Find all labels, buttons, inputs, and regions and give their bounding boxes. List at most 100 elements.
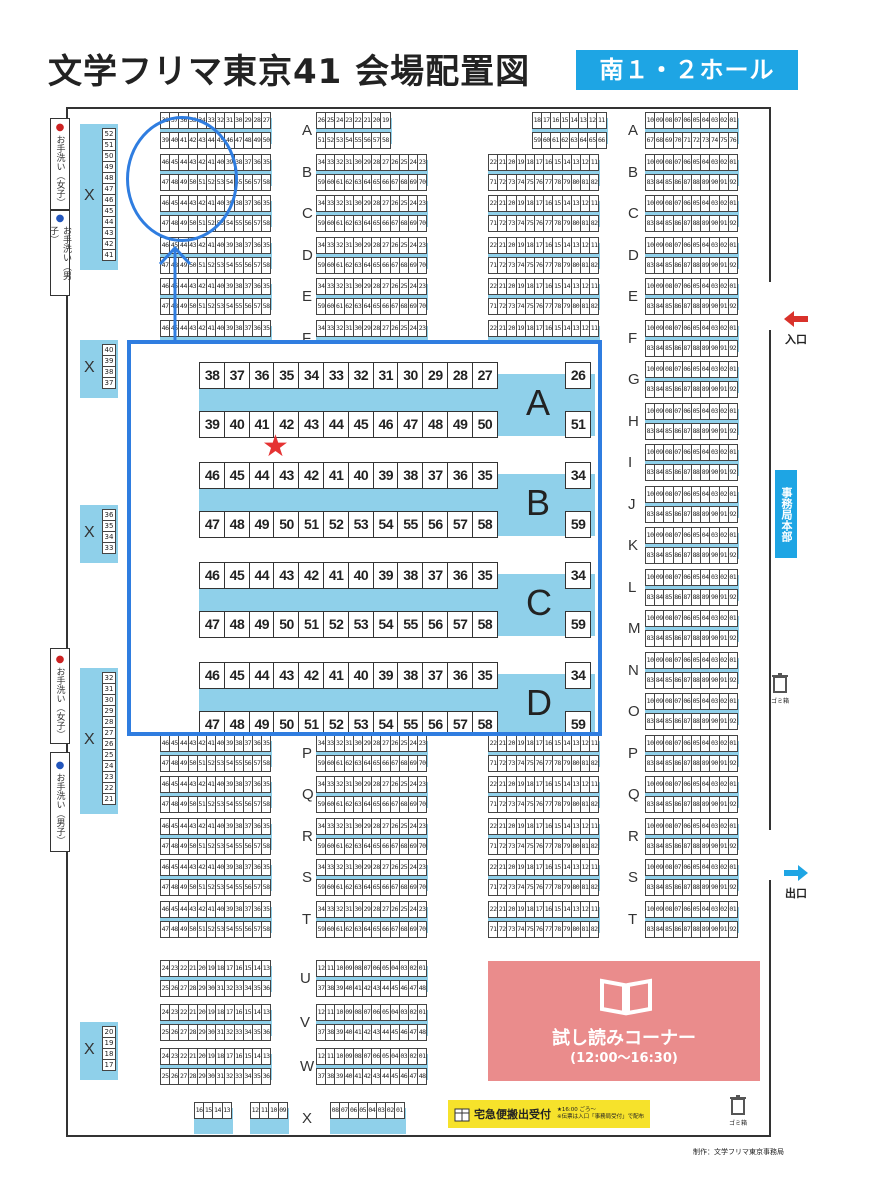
booth-cell[interactable]: 01 bbox=[727, 776, 738, 793]
zoom-booth-cell[interactable]: 31 bbox=[372, 362, 399, 389]
zoom-booth-cell[interactable]: 40 bbox=[347, 662, 375, 689]
booth-cell[interactable]: 82 bbox=[589, 754, 600, 772]
booth-cell[interactable]: 01 bbox=[727, 485, 738, 503]
booth-cell[interactable]: 28 bbox=[103, 718, 115, 728]
booth-cell[interactable]: 01 bbox=[417, 1004, 428, 1021]
booth-cell[interactable]: 23 bbox=[417, 278, 428, 295]
zoom-booth-cell[interactable]: 46 bbox=[199, 662, 226, 689]
zoom-booth-cell[interactable]: 58 bbox=[471, 711, 499, 732]
zoom-booth-cell[interactable]: 46 bbox=[199, 462, 226, 489]
booth-cell[interactable]: 92 bbox=[727, 671, 738, 689]
zoom-booth-cell[interactable]: 38 bbox=[397, 562, 424, 589]
booth-cell[interactable]: 23 bbox=[417, 153, 428, 171]
booth-cell[interactable]: 92 bbox=[727, 588, 738, 606]
zoom-booth-cell[interactable]: 55 bbox=[397, 611, 424, 638]
booth-cell[interactable]: 37 bbox=[103, 379, 115, 389]
booth-cell[interactable]: 45 bbox=[103, 207, 115, 217]
booth-cell[interactable]: 92 bbox=[727, 256, 738, 274]
zoom-booth-cell[interactable]: 34 bbox=[565, 662, 592, 689]
booth-cell[interactable]: 82 bbox=[589, 298, 600, 315]
booth-cell[interactable]: 11 bbox=[589, 195, 600, 212]
zoom-booth-cell[interactable]: 35 bbox=[471, 562, 499, 589]
zoom-booth-cell[interactable]: 44 bbox=[322, 411, 350, 438]
booth-cell[interactable]: 19 bbox=[103, 1039, 115, 1049]
zoom-booth-cell[interactable]: 29 bbox=[422, 362, 449, 389]
booth-cell[interactable]: 50 bbox=[261, 132, 272, 149]
booth-cell[interactable]: 70 bbox=[417, 920, 428, 938]
booth-cell[interactable]: 58 bbox=[261, 920, 272, 938]
booth-cell[interactable]: 58 bbox=[261, 796, 272, 813]
zoom-booth-cell[interactable]: 49 bbox=[248, 511, 275, 538]
booth-cell[interactable]: 33 bbox=[103, 544, 115, 554]
booth-cell[interactable]: 70 bbox=[417, 879, 428, 896]
zoom-booth-cell[interactable]: 51 bbox=[298, 711, 325, 732]
zoom-booth-cell[interactable]: 54 bbox=[372, 511, 399, 538]
booth-cell[interactable]: 23 bbox=[103, 773, 115, 783]
booth-cell[interactable]: 01 bbox=[727, 153, 738, 171]
zoom-booth-cell[interactable]: 34 bbox=[298, 362, 325, 389]
zoom-booth-cell[interactable]: 49 bbox=[248, 711, 275, 732]
zoom-booth-cell[interactable]: 26 bbox=[565, 362, 592, 389]
zoom-booth-cell[interactable]: 41 bbox=[322, 462, 350, 489]
booth-cell[interactable]: 42 bbox=[103, 240, 115, 250]
zoom-booth-cell[interactable]: 58 bbox=[471, 511, 499, 538]
booth-cell[interactable]: 70 bbox=[417, 837, 428, 855]
booth-cell[interactable]: 47 bbox=[103, 185, 115, 195]
zoom-booth-cell[interactable]: 39 bbox=[199, 411, 226, 438]
booth-cell[interactable]: 50 bbox=[103, 152, 115, 162]
booth-cell[interactable]: 39 bbox=[103, 357, 115, 367]
booth-cell[interactable]: 48 bbox=[417, 980, 428, 997]
booth-cell[interactable]: 11 bbox=[589, 236, 600, 254]
booth-cell[interactable]: 11 bbox=[589, 319, 600, 337]
booth-cell[interactable]: 01 bbox=[727, 236, 738, 254]
zoom-booth-cell[interactable]: 48 bbox=[422, 411, 449, 438]
booth-cell[interactable]: 11 bbox=[589, 776, 600, 793]
booth-cell[interactable]: 35 bbox=[261, 817, 272, 835]
zoom-booth-cell[interactable]: 46 bbox=[199, 562, 226, 589]
booth-cell[interactable]: 01 bbox=[727, 112, 738, 129]
booth-cell[interactable]: 23 bbox=[417, 236, 428, 254]
booth-cell[interactable]: 92 bbox=[727, 505, 738, 523]
booth-cell[interactable]: 46 bbox=[103, 196, 115, 206]
booth-cell[interactable]: 36 bbox=[103, 511, 115, 521]
zoom-booth-cell[interactable]: 44 bbox=[248, 662, 275, 689]
booth-cell[interactable]: 27 bbox=[261, 112, 272, 129]
booth-cell[interactable]: 92 bbox=[727, 215, 738, 232]
booth-cell[interactable]: 70 bbox=[417, 256, 428, 274]
zoom-booth-cell[interactable]: 55 bbox=[397, 511, 424, 538]
booth-cell[interactable]: 82 bbox=[589, 796, 600, 813]
zoom-booth-cell[interactable]: 53 bbox=[347, 511, 375, 538]
booth-cell[interactable]: 35 bbox=[261, 859, 272, 876]
booth-cell[interactable]: 35 bbox=[261, 776, 272, 793]
booth-cell[interactable]: 29 bbox=[103, 707, 115, 717]
zoom-booth-cell[interactable]: 51 bbox=[298, 511, 325, 538]
zoom-booth-cell[interactable]: 59 bbox=[565, 511, 592, 538]
zoom-booth-cell[interactable]: 40 bbox=[223, 411, 251, 438]
booth-cell[interactable]: 92 bbox=[727, 630, 738, 647]
booth-cell[interactable]: 48 bbox=[417, 1068, 428, 1085]
booth-cell[interactable]: 23 bbox=[417, 195, 428, 212]
booth-cell[interactable]: 25 bbox=[103, 751, 115, 761]
booth-cell[interactable]: 70 bbox=[417, 754, 428, 772]
booth-cell[interactable]: 01 bbox=[727, 610, 738, 627]
booth-cell[interactable]: 11 bbox=[589, 859, 600, 876]
zoom-booth-cell[interactable]: 48 bbox=[223, 511, 251, 538]
zoom-booth-cell[interactable]: 43 bbox=[273, 462, 300, 489]
zoom-booth-cell[interactable]: 57 bbox=[446, 611, 474, 638]
zoom-booth-cell[interactable]: 35 bbox=[273, 362, 300, 389]
zoom-booth-cell[interactable]: 47 bbox=[397, 411, 424, 438]
zoom-booth-cell[interactable]: 50 bbox=[273, 611, 300, 638]
zoom-booth-cell[interactable]: 37 bbox=[422, 462, 449, 489]
booth-cell[interactable]: 35 bbox=[261, 319, 272, 337]
booth-cell[interactable]: 01 bbox=[727, 651, 738, 669]
zoom-booth-cell[interactable]: 43 bbox=[273, 562, 300, 589]
zoom-booth-cell[interactable]: 52 bbox=[322, 511, 350, 538]
booth-cell[interactable]: 23 bbox=[417, 817, 428, 835]
zoom-booth-cell[interactable]: 41 bbox=[322, 562, 350, 589]
booth-cell[interactable]: 58 bbox=[261, 298, 272, 315]
zoom-booth-cell[interactable]: 36 bbox=[248, 362, 275, 389]
booth-cell[interactable]: 35 bbox=[261, 734, 272, 752]
booth-cell[interactable]: 70 bbox=[417, 298, 428, 315]
zoom-booth-cell[interactable]: 36 bbox=[446, 562, 474, 589]
booth-cell[interactable]: 22 bbox=[103, 784, 115, 794]
